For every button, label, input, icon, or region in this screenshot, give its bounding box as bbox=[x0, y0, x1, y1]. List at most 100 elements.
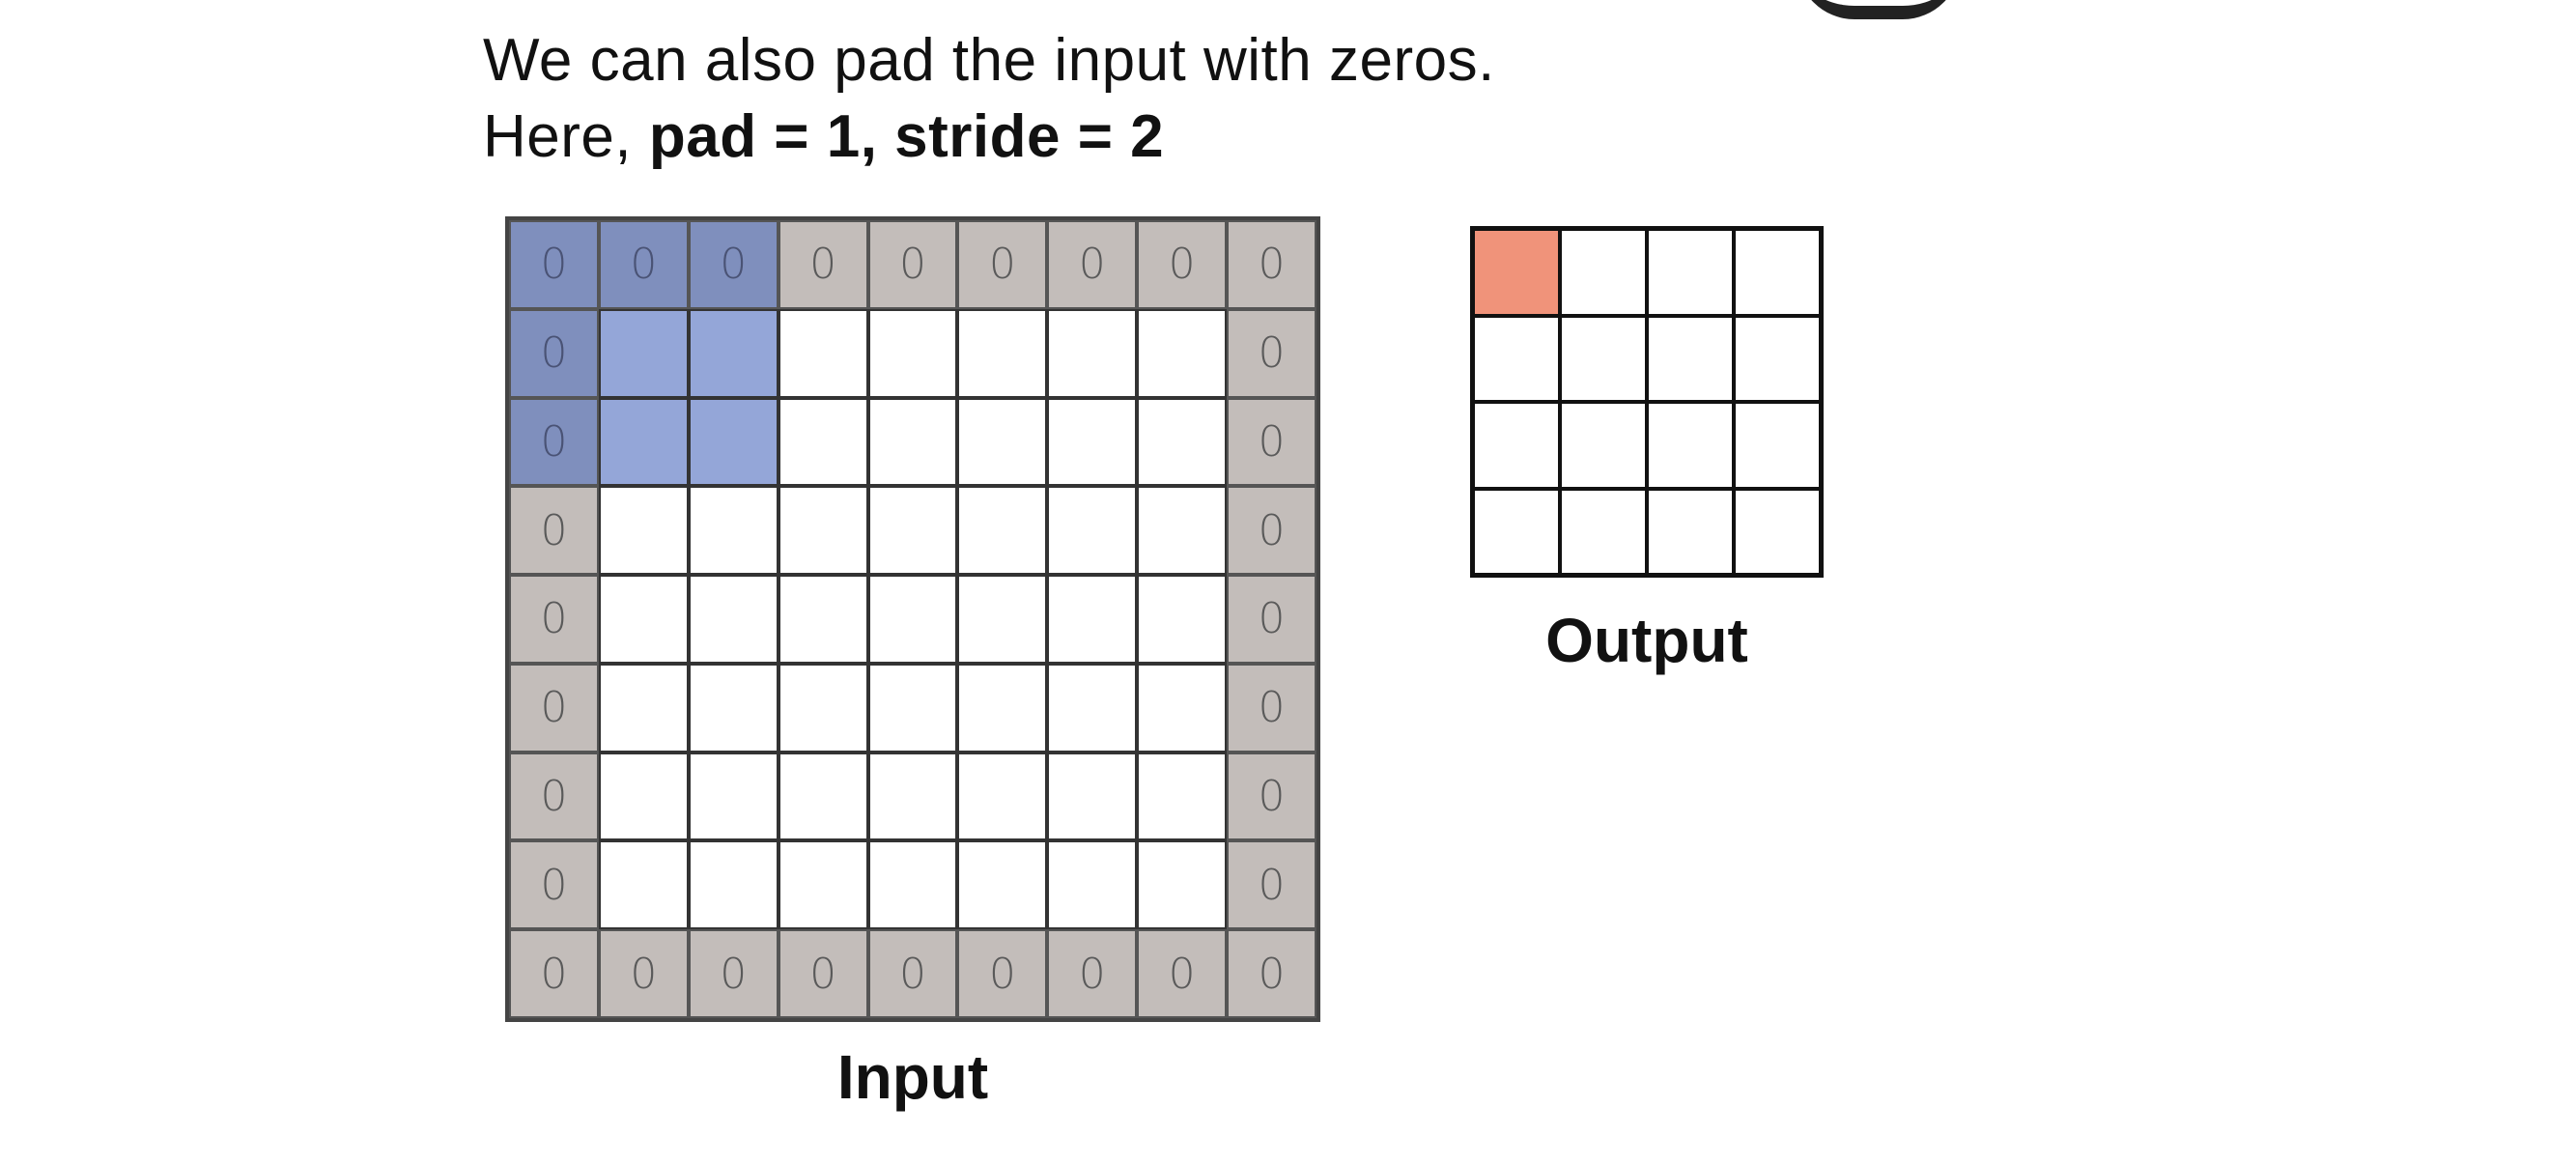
input-cell bbox=[1047, 752, 1138, 841]
input-cell bbox=[867, 397, 958, 487]
input-pad-cell: 0 bbox=[1227, 397, 1316, 487]
input-cell bbox=[957, 752, 1048, 841]
input-pad-cell: 0 bbox=[778, 220, 868, 309]
input-cell bbox=[957, 575, 1048, 664]
input-cell bbox=[867, 308, 958, 398]
input-cell bbox=[778, 752, 868, 841]
input-cell bbox=[1047, 575, 1138, 664]
output-cell bbox=[1473, 402, 1560, 489]
input-pad-cell: 0 bbox=[867, 929, 958, 1018]
output-cell bbox=[1734, 229, 1821, 316]
output-cell bbox=[1734, 402, 1821, 489]
input-cell bbox=[957, 663, 1048, 752]
input-pad-cell: 0 bbox=[509, 752, 599, 841]
input-pad-cell: 0 bbox=[509, 308, 599, 398]
output-label: Output bbox=[1545, 606, 1748, 675]
caption-params: pad = 1, stride = 2 bbox=[648, 103, 1165, 170]
input-pad-cell: 0 bbox=[1227, 220, 1316, 309]
input-pad-cell: 0 bbox=[1047, 929, 1138, 1018]
input-cell bbox=[957, 397, 1048, 487]
caption-line-2: Here, pad = 1, stride = 2 bbox=[483, 101, 1164, 173]
input-cell bbox=[598, 397, 689, 487]
input-pad-cell: 0 bbox=[1137, 220, 1228, 309]
input-cell bbox=[1137, 486, 1228, 576]
output-cell bbox=[1560, 488, 1647, 575]
input-cell bbox=[867, 575, 958, 664]
input-cell bbox=[688, 308, 778, 398]
output-grid bbox=[1470, 226, 1824, 578]
output-cell bbox=[1647, 488, 1734, 575]
input-label: Input bbox=[836, 1042, 989, 1112]
input-cell bbox=[778, 486, 868, 576]
input-pad-cell: 0 bbox=[688, 220, 778, 309]
input-cell bbox=[1047, 486, 1138, 576]
input-cell bbox=[688, 575, 778, 664]
input-cell bbox=[1137, 397, 1228, 487]
input-cell bbox=[598, 575, 689, 664]
output-cell bbox=[1734, 488, 1821, 575]
input-pad-cell: 0 bbox=[1227, 486, 1316, 576]
input-cell bbox=[598, 486, 689, 576]
input-cell bbox=[688, 486, 778, 576]
output-cell bbox=[1473, 315, 1560, 402]
input-cell bbox=[1137, 575, 1228, 664]
input-cell bbox=[1047, 397, 1138, 487]
input-cell bbox=[688, 840, 778, 930]
input-cell bbox=[778, 840, 868, 930]
output-active-cell bbox=[1473, 229, 1560, 316]
input-cell bbox=[598, 752, 689, 841]
input-pad-cell: 0 bbox=[957, 220, 1048, 309]
input-cell bbox=[688, 752, 778, 841]
input-cell bbox=[688, 397, 778, 487]
input-pad-cell: 0 bbox=[598, 220, 689, 309]
input-cell bbox=[1137, 663, 1228, 752]
input-pad-cell: 0 bbox=[778, 929, 868, 1018]
input-cell bbox=[1047, 663, 1138, 752]
output-cell bbox=[1647, 315, 1734, 402]
input-pad-cell: 0 bbox=[509, 575, 599, 664]
input-cell bbox=[778, 663, 868, 752]
input-pad-cell: 0 bbox=[1047, 220, 1138, 309]
input-pad-cell: 0 bbox=[509, 663, 599, 752]
input-cell bbox=[867, 663, 958, 752]
title-glyph-fragment bbox=[1797, 0, 1961, 19]
input-cell bbox=[688, 663, 778, 752]
output-cell bbox=[1473, 488, 1560, 575]
input-pad-cell: 0 bbox=[1227, 929, 1316, 1018]
input-cell bbox=[1047, 308, 1138, 398]
input-pad-cell: 0 bbox=[509, 486, 599, 576]
input-cell bbox=[957, 486, 1048, 576]
input-cell bbox=[778, 575, 868, 664]
input-cell bbox=[778, 308, 868, 398]
input-cell bbox=[598, 663, 689, 752]
output-cell bbox=[1560, 229, 1647, 316]
input-pad-cell: 0 bbox=[1227, 575, 1316, 664]
input-cell bbox=[778, 397, 868, 487]
output-cell bbox=[1647, 229, 1734, 316]
input-pad-cell: 0 bbox=[1227, 308, 1316, 398]
input-pad-cell: 0 bbox=[957, 929, 1048, 1018]
input-pad-cell: 0 bbox=[598, 929, 689, 1018]
output-cell bbox=[1560, 315, 1647, 402]
input-cell bbox=[598, 308, 689, 398]
output-cell bbox=[1560, 402, 1647, 489]
input-pad-cell: 0 bbox=[1227, 752, 1316, 841]
input-cell bbox=[867, 840, 958, 930]
output-cell bbox=[1734, 315, 1821, 402]
output-cell bbox=[1647, 402, 1734, 489]
input-pad-cell: 0 bbox=[509, 220, 599, 309]
input-cell bbox=[867, 752, 958, 841]
caption-line-2-prefix: Here, bbox=[483, 103, 649, 170]
caption-line-1: We can also pad the input with zeros. bbox=[483, 27, 1495, 94]
input-cell bbox=[1047, 840, 1138, 930]
input-pad-cell: 0 bbox=[1227, 840, 1316, 930]
input-cell bbox=[1137, 308, 1228, 398]
input-pad-cell: 0 bbox=[509, 397, 599, 487]
input-cell bbox=[867, 486, 958, 576]
input-pad-cell: 0 bbox=[1227, 663, 1316, 752]
input-pad-cell: 0 bbox=[1137, 929, 1228, 1018]
input-cell bbox=[1137, 840, 1228, 930]
input-cell bbox=[598, 840, 689, 930]
input-pad-cell: 0 bbox=[509, 929, 599, 1018]
